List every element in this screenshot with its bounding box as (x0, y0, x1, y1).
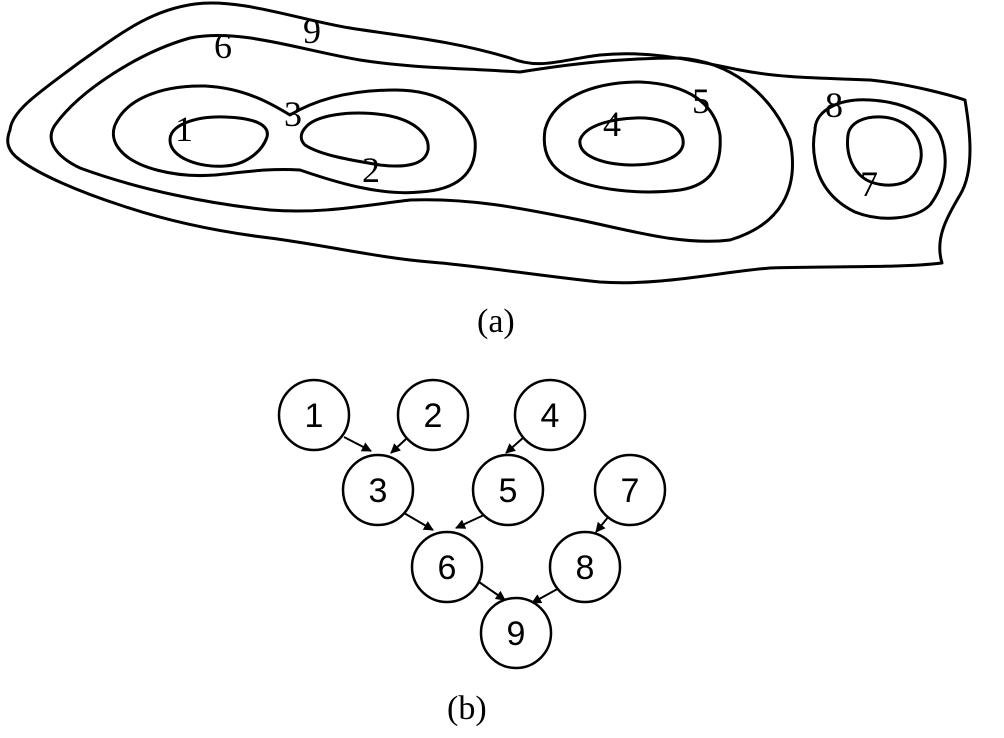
contour-label-6: 6 (214, 26, 232, 66)
tree-edge-7-8 (595, 515, 610, 533)
tree-node-5: 5 (471, 453, 545, 527)
tree-node-6: 6 (410, 530, 484, 604)
tree-node-label-1: 1 (305, 397, 324, 435)
contour-7 (846, 115, 923, 187)
contour-label-9: 9 (303, 11, 321, 51)
contour-label-1: 1 (175, 109, 193, 149)
contour-4 (578, 116, 685, 167)
tree-edge-1-3 (343, 436, 372, 452)
contour-1 (168, 115, 269, 168)
tree-edge-6-9 (478, 581, 506, 601)
tree-node-label-8: 8 (576, 549, 595, 587)
tree-edge-3-6 (403, 512, 434, 531)
tree-node-label-2: 2 (424, 397, 443, 435)
tree-edge-8-9 (531, 586, 562, 604)
tree-node-8: 8 (548, 530, 622, 604)
tree-node-label-3: 3 (369, 472, 388, 510)
contour-tree-panel: 1 2 4 3 5 7 6 8 (277, 378, 667, 727)
tree-node-label-9: 9 (507, 615, 526, 653)
tree-node-label-6: 6 (438, 549, 457, 587)
tree-node-9: 9 (479, 596, 553, 670)
tree-node-4: 4 (513, 378, 587, 452)
contour-5 (542, 80, 722, 194)
contour-label-8: 8 (825, 85, 843, 125)
tree-node-2: 2 (396, 378, 470, 452)
contour-9 (6, 1, 972, 285)
tree-node-3: 3 (341, 453, 415, 527)
contour-label-3: 3 (284, 94, 302, 134)
tree-node-label-5: 5 (499, 472, 518, 510)
caption-a: (a) (477, 303, 515, 340)
contour-map-panel: 9 6 3 1 2 4 5 8 7 (a) (6, 1, 972, 340)
tree-edge-2-3 (390, 438, 407, 454)
tree-node-1: 1 (277, 378, 351, 452)
caption-b: (b) (447, 690, 487, 727)
tree-node-label-7: 7 (621, 472, 640, 510)
tree-edge-4-5 (505, 436, 525, 454)
contour-3 (111, 84, 477, 195)
tree-node-label-4: 4 (541, 397, 560, 435)
contour-6 (49, 34, 794, 243)
tree-edge-5-6 (455, 514, 485, 529)
contour-8 (812, 98, 947, 220)
contour-2 (299, 111, 430, 168)
tree-node-7: 7 (593, 453, 667, 527)
contour-label-5: 5 (692, 81, 710, 121)
contour-label-7: 7 (860, 164, 878, 204)
contour-label-4: 4 (603, 104, 621, 144)
contour-label-2: 2 (362, 150, 380, 190)
